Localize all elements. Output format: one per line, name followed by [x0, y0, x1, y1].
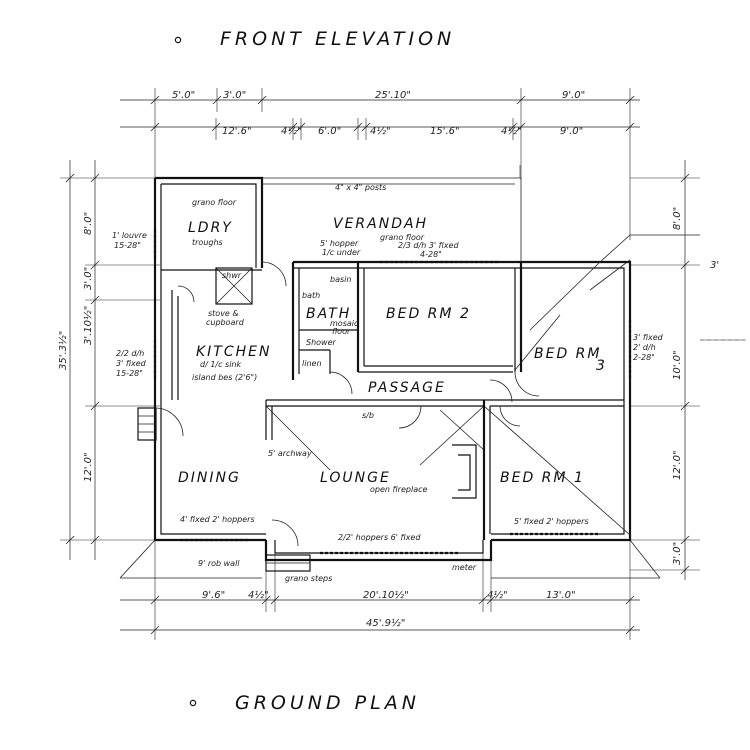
dim-label: 3'.0": [672, 542, 683, 565]
reference-marks: [519, 165, 748, 341]
title-bullet-icon: [189, 699, 197, 707]
room-label-kitchen: KITCHEN: [196, 344, 271, 360]
room-label-passage: PASSAGE: [368, 380, 446, 396]
title-bottom: GROUND PLAN: [235, 692, 420, 714]
note: 5' archway: [268, 449, 312, 458]
note: grano floor: [192, 198, 237, 207]
dim-label: 8'.0": [83, 212, 94, 235]
dim-label: 12'.0": [83, 452, 94, 482]
dim-label: 3'.0": [83, 267, 94, 290]
note: 2/2 d/h: [116, 349, 144, 358]
note: 4-28": [420, 250, 442, 259]
note: cupboard: [206, 318, 245, 327]
note: 3' fixed: [633, 333, 664, 342]
dim-label: 9'.6": [202, 590, 225, 601]
left-dimensions: 35'.3½" 8'.0" 3'.0" 3'.10½" 12'.0": [57, 160, 160, 560]
note: grano steps: [285, 574, 332, 583]
note: floor: [332, 327, 351, 336]
dim-label: 3'.0": [223, 90, 246, 101]
note: 2-28": [633, 353, 655, 362]
note: shwr: [222, 271, 242, 280]
note: 2' d/h: [633, 343, 656, 352]
room-label-ldry: LDRY: [188, 220, 233, 236]
note: open fireplace: [370, 485, 427, 494]
dim-label: 4½": [501, 125, 522, 137]
note: linen: [302, 359, 322, 368]
dim-label: 4½": [281, 125, 302, 137]
note: 3' fixed: [116, 359, 147, 368]
note: Shower: [306, 338, 337, 347]
dim-label: 12'.0": [672, 450, 683, 480]
room-label-dining: DINING: [178, 470, 241, 486]
dim-label: 9'.0": [560, 126, 583, 137]
room-label-bed3: BED RM: [534, 346, 602, 362]
dim-label: 35'.3½": [57, 331, 69, 370]
note: stove &: [208, 309, 239, 318]
note: 1/c under: [322, 248, 361, 257]
dim-label: 10'.0": [672, 350, 683, 380]
title-front-elevation: FRONT ELEVATION: [174, 28, 455, 50]
room-label-bed3-num: 3: [596, 358, 607, 374]
dim-label: 4½": [370, 125, 391, 137]
room-label-bed2: BED RM 2: [386, 306, 471, 322]
roof-lines: [119, 234, 700, 579]
note: island bes (2'6"): [192, 373, 257, 382]
dim-label: 45'.9½": [366, 617, 405, 629]
dim-label: 13'.0": [546, 590, 576, 601]
dim-label: 25'.10": [375, 90, 411, 101]
dim-label: 6'.0": [318, 126, 341, 137]
right-dimensions: 8'.0" 3' 12'.0" 3'.0" 10'.0": [630, 160, 745, 580]
note: 15-28": [116, 369, 143, 378]
note: 15-28": [114, 241, 141, 250]
note: meter: [452, 563, 477, 572]
dim-label: 8'.0": [672, 207, 683, 230]
note: grano floor: [380, 233, 425, 242]
note: s/b: [362, 411, 374, 420]
note: 9' rob wall: [198, 559, 240, 568]
annotations: 4" x 4" posts grano floor troughs 1' lou…: [112, 183, 664, 583]
note: 5' hopper: [320, 239, 359, 248]
note: 1' louvre: [112, 231, 147, 240]
dim-label: 12'.6": [222, 126, 252, 137]
title-top: FRONT ELEVATION: [220, 28, 455, 50]
note: 2/3 d/h 3' fixed: [398, 241, 459, 250]
room-label-bath: BATH: [306, 306, 351, 322]
dim-label: 4½": [487, 589, 508, 601]
windows: [153, 230, 632, 555]
bottom-dimensions: 9'.6" 4½" 20'.10½" 4½" 13'.0" 45'.9½": [120, 540, 640, 640]
dim-label: 5'.0": [172, 90, 195, 101]
note: basin: [330, 275, 351, 284]
dim-label: 3'.10½": [82, 306, 94, 345]
note: 4" x 4" posts: [335, 183, 386, 192]
note: 4' fixed 2' hoppers: [180, 515, 255, 524]
note: bath: [302, 291, 320, 300]
note: 2/2' hoppers 6' fixed: [338, 533, 421, 542]
room-label-verandah: VERANDAH: [333, 216, 428, 232]
title-bullet-icon: [174, 36, 182, 44]
note: 5' fixed 2' hoppers: [514, 517, 589, 526]
title-ground-plan: GROUND PLAN: [189, 692, 420, 714]
note: troughs: [192, 238, 223, 247]
note: mosaic: [330, 319, 359, 328]
dim-label: 20'.10½": [363, 589, 409, 601]
dim-label: 3': [710, 260, 719, 271]
top-dimensions: 5'.0" 3'.0" 25'.10" 9'.0" 12'.6" 4½" 6'.…: [120, 88, 640, 240]
dim-label: 9'.0": [562, 90, 585, 101]
room-label-lounge: LOUNGE: [320, 470, 391, 486]
dim-label: 15'.6": [430, 126, 460, 137]
internal-walls: [137, 262, 624, 572]
door-swings: [154, 261, 540, 547]
dim-label: 4½": [248, 589, 269, 601]
room-label-bed1: BED RM 1: [500, 470, 585, 486]
note: d/ 1/c sink: [200, 360, 242, 369]
room-labels: VERANDAH LDRY BATH BED RM 2 BED RM 3 KIT…: [178, 216, 607, 486]
